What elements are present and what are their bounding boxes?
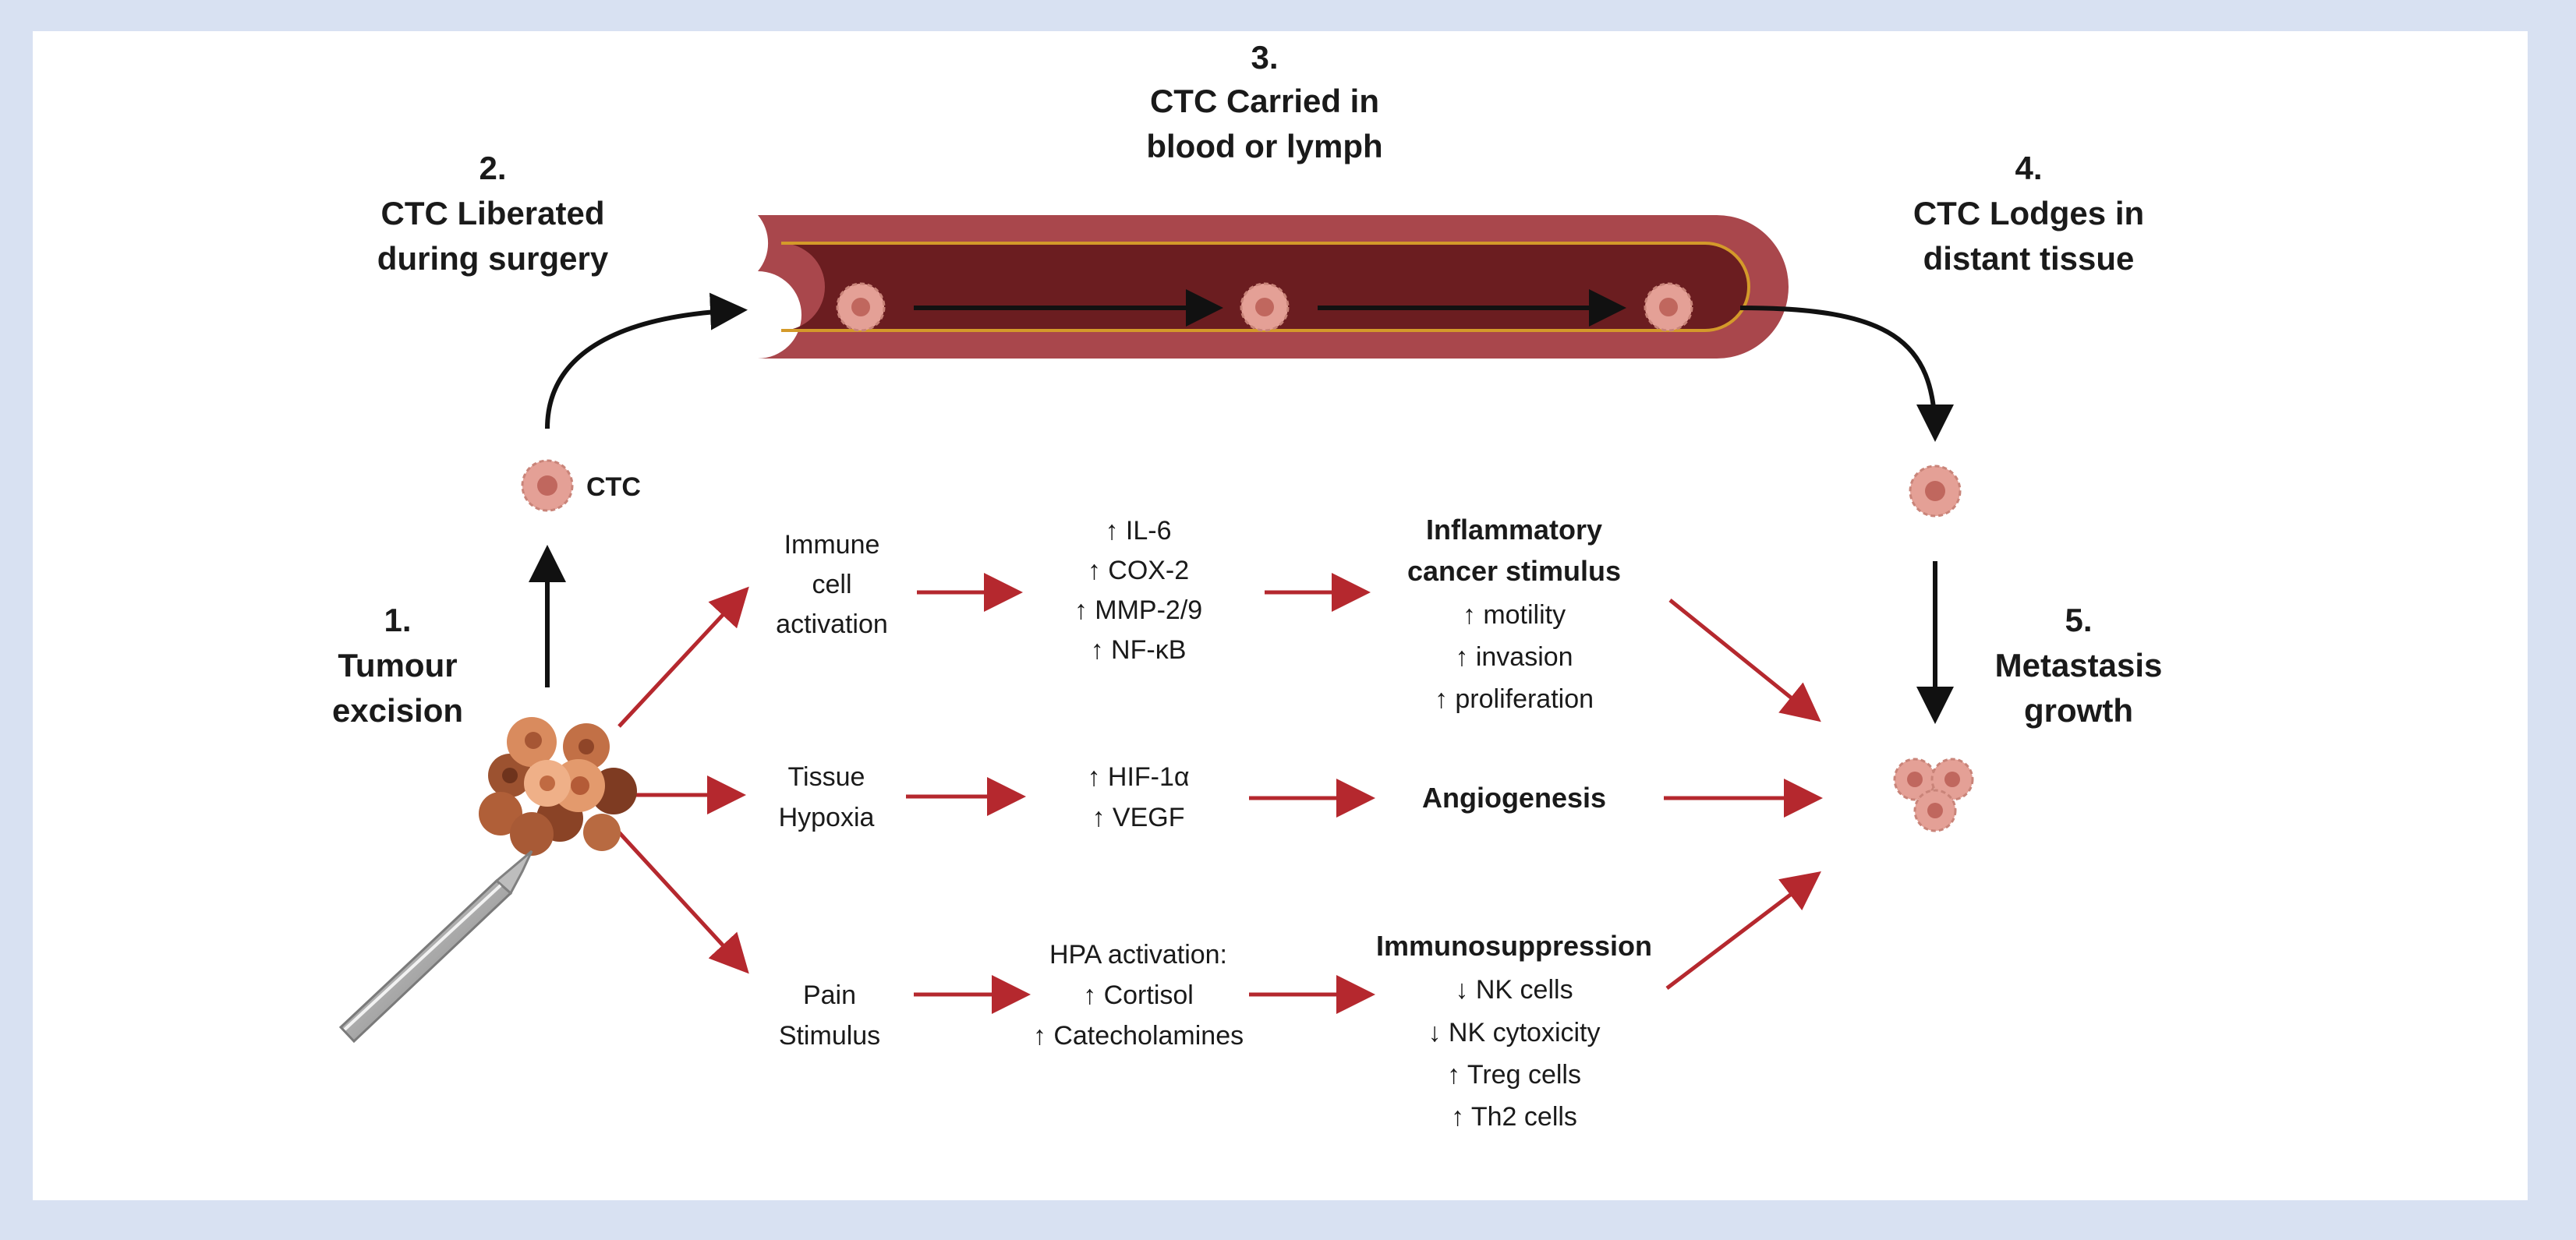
step-2-title-line1: CTC Liberated [380,195,604,231]
immune-trigger: Immune cell activation [776,530,888,639]
step-4-label: 4. CTC Lodges in distant tissue [1913,150,2144,277]
metastasis-pathway-diagram: CTC 1. Tumour [332,39,2163,1132]
immune-outcome-title-line1: Inflammatory [1426,514,1602,546]
step-5-label: 5. Metastasis growth [1995,602,2163,729]
ctc-cell-in-vessel-1 [836,282,886,332]
arrow-tumour-to-immune [617,586,749,728]
blood-vessel [758,215,1789,359]
immune-outcome-title-line2: cancer stimulus [1407,555,1621,587]
step-1-title-line1: Tumour [338,647,457,684]
pain-outcome: Immunosuppression ↓ NK cells ↓ NK cytoxi… [1376,930,1652,1132]
immune-mediator-1: ↑ IL-6 [1105,516,1171,546]
step-5-title-line2: growth [2024,692,2133,729]
arrow-immunosuppression-to-metastasis [1665,871,1821,990]
diagram-frame: CTC 1. Tumour [33,31,2528,1200]
step-4-title-line2: distant tissue [1923,240,2135,277]
step-1-label: 1. Tumour excision [332,602,463,729]
step-1-title-line2: excision [332,692,463,729]
red-arrows [617,573,1823,1014]
step-4-title-line1: CTC Lodges in [1913,195,2144,231]
immune-mediator-3: ↑ MMP-2/9 [1074,595,1202,625]
step-2-number: 2. [479,150,506,186]
pain-outcome-title: Immunosuppression [1376,930,1652,962]
pain-mediators: HPA activation: ↑ Cortisol ↑ Catecholami… [1033,940,1244,1051]
ctc-cell-in-vessel-3 [1644,282,1693,332]
immune-trigger-line3: activation [776,609,888,639]
ctc-cell-in-vessel-2 [1240,282,1290,332]
immune-outcome: Inflammatory cancer stimulus ↑ motility … [1407,514,1621,714]
tumour-mass [479,717,637,856]
pain-outcome-item-1: ↓ NK cells [1455,975,1573,1005]
pain-outcome-item-4: ↑ Th2 cells [1451,1102,1577,1132]
immune-mediator-4: ↑ NF-κB [1091,635,1187,665]
pain-trigger-line2: Stimulus [779,1021,880,1051]
hypoxia-outcome-title: Angiogenesis [1422,782,1606,814]
immune-mediator-2: ↑ COX-2 [1088,556,1189,585]
hypoxia-trigger-line2: Hypoxia [779,803,875,832]
hypoxia-trigger: Tissue Hypoxia [779,762,875,832]
arrow-inflammatory-to-metastasis [1668,599,1821,722]
arrow-vessel-to-tissue [1739,306,1954,442]
step-1-number: 1. [384,602,411,638]
step-2-label: 2. CTC Liberated during surgery [377,150,609,277]
pain-outcome-item-3: ↑ Treg cells [1447,1060,1581,1090]
pain-mediator-1: HPA activation: [1049,940,1227,970]
pain-outcome-item-2: ↓ NK cytoxicity [1428,1018,1600,1047]
step-3-title-line1: CTC Carried in [1150,83,1379,119]
immune-outcome-item-2: ↑ invasion [1455,642,1573,672]
step-3-title-line2: blood or lymph [1146,128,1382,164]
step-3-label: 3. CTC Carried in blood or lymph [1146,39,1382,164]
pain-trigger: Pain Stimulus [779,980,880,1051]
vessel-wall-line [781,242,1750,332]
step-2-title-line2: during surgery [377,240,609,277]
immune-outcome-item-1: ↑ motility [1463,600,1566,630]
arrow-tumour-to-pain [617,831,749,974]
hypoxia-trigger-line1: Tissue [788,762,865,792]
scalpel-icon [338,850,533,1044]
step-5-title-line1: Metastasis [1995,647,2163,684]
metastasis-cell-cluster [1893,758,1974,832]
immune-trigger-line1: Immune [784,530,880,560]
arrow-ctc-to-vessel [545,292,748,429]
immune-outcome-item-3: ↑ proliferation [1435,684,1594,714]
ctc-cell-lodged [1909,465,1962,518]
step-4-number: 4. [2015,150,2042,186]
immune-mediators: ↑ IL-6 ↑ COX-2 ↑ MMP-2/9 ↑ NF-κB [1074,516,1202,665]
ctc-label: CTC [586,472,641,502]
pain-mediator-2: ↑ Cortisol [1083,980,1194,1010]
pain-mediator-3: ↑ Catecholamines [1033,1021,1244,1051]
hypoxia-mediator-1: ↑ HIF-1α [1087,762,1189,792]
step-3-number: 3. [1251,39,1278,76]
pain-trigger-line1: Pain [803,980,856,1010]
hypoxia-mediator-2: ↑ VEGF [1092,803,1184,832]
step-5-number: 5. [2065,602,2092,638]
immune-trigger-line2: cell [812,570,851,599]
hypoxia-mediators: ↑ HIF-1α ↑ VEGF [1087,762,1189,832]
ctc-cell-liberated [521,459,574,512]
hypoxia-outcome: Angiogenesis [1422,782,1606,814]
